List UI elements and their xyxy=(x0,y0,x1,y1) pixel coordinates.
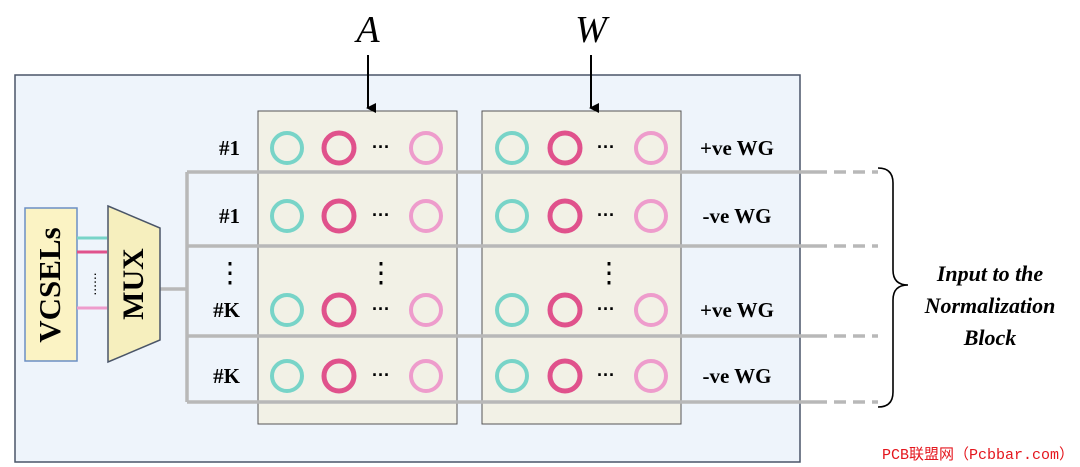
ring-ellipsis: ··· xyxy=(372,205,390,225)
row-index-label: #K xyxy=(213,298,241,322)
multiplexer xyxy=(107,204,161,364)
weight-vertical-ellipsis: ⋮ xyxy=(595,258,623,289)
microring xyxy=(270,131,304,165)
ring-ellipsis: ··· xyxy=(597,205,615,225)
microring xyxy=(495,199,529,233)
microring xyxy=(270,199,304,233)
microring xyxy=(409,293,443,327)
microring xyxy=(495,293,529,327)
output-label-line3: Block xyxy=(963,325,1017,350)
row-index-label: #K xyxy=(213,364,241,388)
ring-ellipsis: ··· xyxy=(597,299,615,319)
activation-input-label: A xyxy=(353,9,380,51)
microring xyxy=(547,130,583,166)
microring xyxy=(495,359,529,393)
microring xyxy=(634,293,668,327)
ring-ellipsis: ··· xyxy=(372,299,390,319)
row-waveguide-label: -ve WG xyxy=(702,364,771,388)
microring xyxy=(409,131,443,165)
row-labels: #1 +ve WG #1 -ve WG #K +ve WG #K -ve WG xyxy=(213,136,774,388)
microring xyxy=(495,131,529,165)
row-waveguide-label: +ve WG xyxy=(700,298,774,322)
vcsel-array xyxy=(24,207,78,362)
ring-ellipsis: ··· xyxy=(372,365,390,385)
microring xyxy=(409,199,443,233)
microring xyxy=(634,131,668,165)
vcsel-label: VCSELs xyxy=(32,227,67,342)
microring xyxy=(547,358,583,394)
activation-ring-bank xyxy=(257,110,458,425)
weight-input-label: W xyxy=(575,9,610,51)
microring-resonators: ··· ··· ··· ··· ··· ··· ··· ··· xyxy=(270,130,668,394)
row-waveguide-label: -ve WG xyxy=(702,204,771,228)
ring-ellipsis: ··· xyxy=(597,137,615,157)
microring xyxy=(321,292,357,328)
microring xyxy=(547,198,583,234)
microring xyxy=(270,359,304,393)
ring-ellipsis: ··· xyxy=(372,137,390,157)
index-vertical-ellipsis: ⋮ xyxy=(216,258,244,289)
waveguide-network xyxy=(160,170,878,404)
output-label-line2: Normalization xyxy=(924,293,1056,318)
row-index-label: #1 xyxy=(219,204,240,228)
microring xyxy=(321,130,357,166)
mux-label: MUX xyxy=(117,248,150,320)
activation-vertical-ellipsis: ⋮ xyxy=(367,258,395,289)
microring xyxy=(270,293,304,327)
microring xyxy=(634,359,668,393)
ring-ellipsis: ··· xyxy=(597,365,615,385)
microring xyxy=(321,198,357,234)
microring xyxy=(321,358,357,394)
row-index-label: #1 xyxy=(219,136,240,160)
microring xyxy=(547,292,583,328)
watermark: PCB联盟网（Pcbbar.com） xyxy=(882,446,1074,464)
output-brace xyxy=(877,167,909,408)
output-label-line1: Input to the xyxy=(936,261,1044,286)
microring xyxy=(409,359,443,393)
microring xyxy=(634,199,668,233)
vcsel-link-ellipsis: ...... xyxy=(83,272,99,295)
row-waveguide-label: +ve WG xyxy=(700,136,774,160)
